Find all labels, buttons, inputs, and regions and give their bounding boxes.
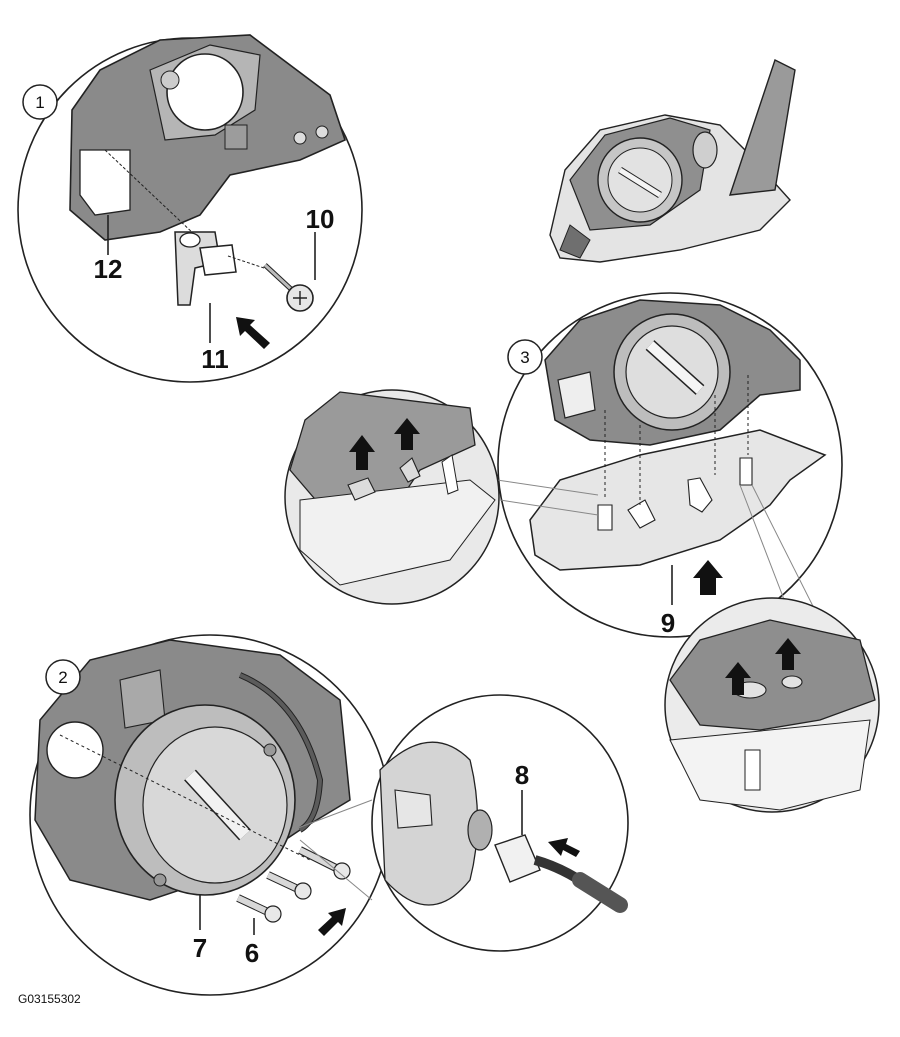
magnifier-right xyxy=(664,597,880,813)
connector-icon xyxy=(494,834,628,913)
arrow-icon xyxy=(236,317,270,349)
arrow-icon xyxy=(693,560,723,595)
callout-12: 12 xyxy=(94,254,123,284)
step-2-detail: 2 7 6 xyxy=(29,634,391,996)
callout-6: 6 xyxy=(245,938,259,968)
connector-magnifier: 8 xyxy=(297,694,629,952)
arrow-icon xyxy=(394,418,420,450)
mirror-overview xyxy=(549,59,796,263)
step-2-number: 2 xyxy=(58,668,67,687)
screw-icon xyxy=(266,871,312,900)
clip-icon xyxy=(104,149,237,306)
mirror-bracket-housing xyxy=(69,34,346,241)
callout-8: 8 xyxy=(515,760,529,790)
callout-11: 11 xyxy=(201,344,229,374)
magnifier-left xyxy=(284,389,500,605)
step-3-detail: 3 9 xyxy=(497,292,843,638)
screw-icon xyxy=(59,734,351,880)
screw-icon xyxy=(236,894,282,923)
magnifier-lines xyxy=(496,479,831,641)
step-1-detail: 1 12 10 11 xyxy=(17,34,363,383)
callout-7: 7 xyxy=(193,933,207,963)
arrow-icon xyxy=(775,638,801,670)
arrow-icon xyxy=(548,838,580,857)
step-3-number: 3 xyxy=(520,348,529,367)
step-3-badge xyxy=(507,339,543,375)
arrow-icon xyxy=(725,662,751,695)
callout-9: 9 xyxy=(661,608,675,638)
screw-icon xyxy=(227,255,314,312)
figure-id-code: G03155302 xyxy=(18,992,81,1006)
arrow-icon xyxy=(349,435,375,470)
arrow-icon xyxy=(318,908,346,936)
callout-10: 10 xyxy=(306,204,335,234)
mirror-motor-actuator xyxy=(114,704,296,896)
step-1-number: 1 xyxy=(35,93,44,112)
mirror-cover-plate xyxy=(529,429,827,571)
step-2-badge xyxy=(45,659,81,695)
step-1-badge xyxy=(22,84,58,120)
